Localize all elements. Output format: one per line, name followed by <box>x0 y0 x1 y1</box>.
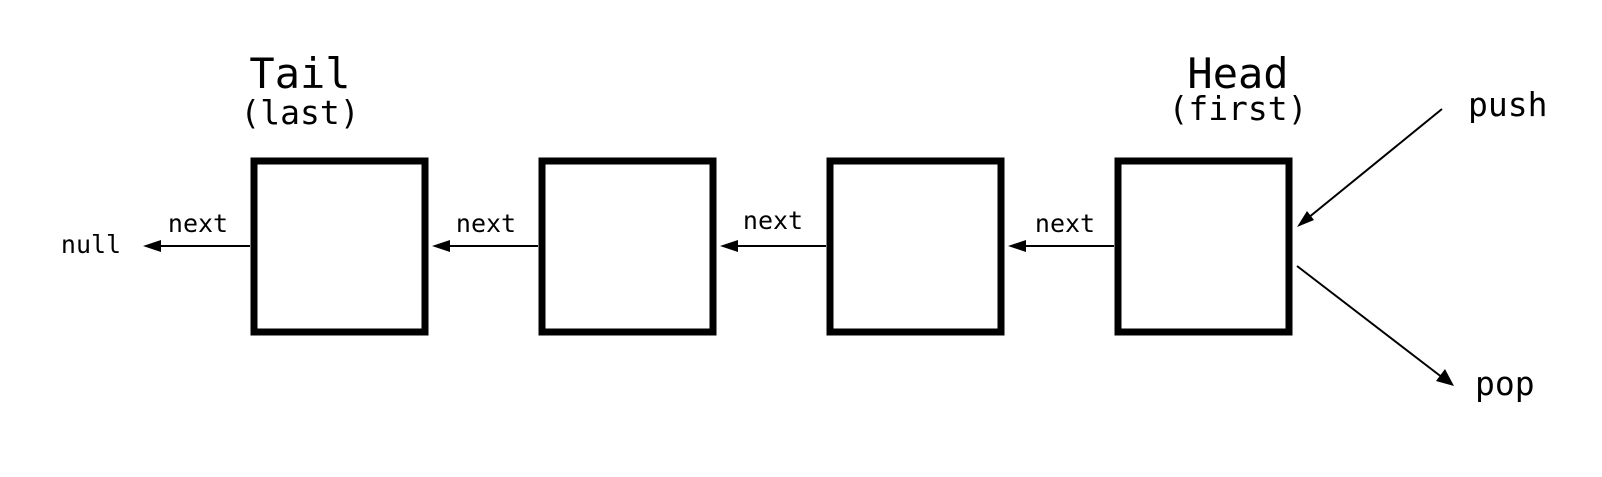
link-label-next: next <box>1035 209 1095 238</box>
push-arrow <box>1307 108 1443 219</box>
arrowhead-icon <box>432 240 450 252</box>
tail-title: Tail <box>249 49 350 98</box>
head-subtitle: (first) <box>1168 89 1307 128</box>
arrowhead-icon <box>1008 240 1026 252</box>
link-label-next: next <box>168 209 228 238</box>
node-2 <box>538 157 717 336</box>
tail-subtitle: (last) <box>240 93 359 132</box>
pop-label: pop <box>1475 364 1535 403</box>
arrowhead-icon <box>720 240 738 252</box>
pop-arrow <box>1296 265 1444 379</box>
null-label: null <box>61 230 121 259</box>
node-3 <box>826 157 1005 336</box>
node-head <box>1114 157 1293 336</box>
pop-arrowhead-icon <box>1436 369 1454 386</box>
arrowhead-icon <box>143 240 161 252</box>
push-arrowhead-icon <box>1297 211 1314 227</box>
link-label-next: next <box>456 209 516 238</box>
node-tail <box>250 157 429 336</box>
push-label: push <box>1468 85 1547 124</box>
head-title: Head <box>1187 49 1288 98</box>
link-label-next: next <box>743 206 803 235</box>
